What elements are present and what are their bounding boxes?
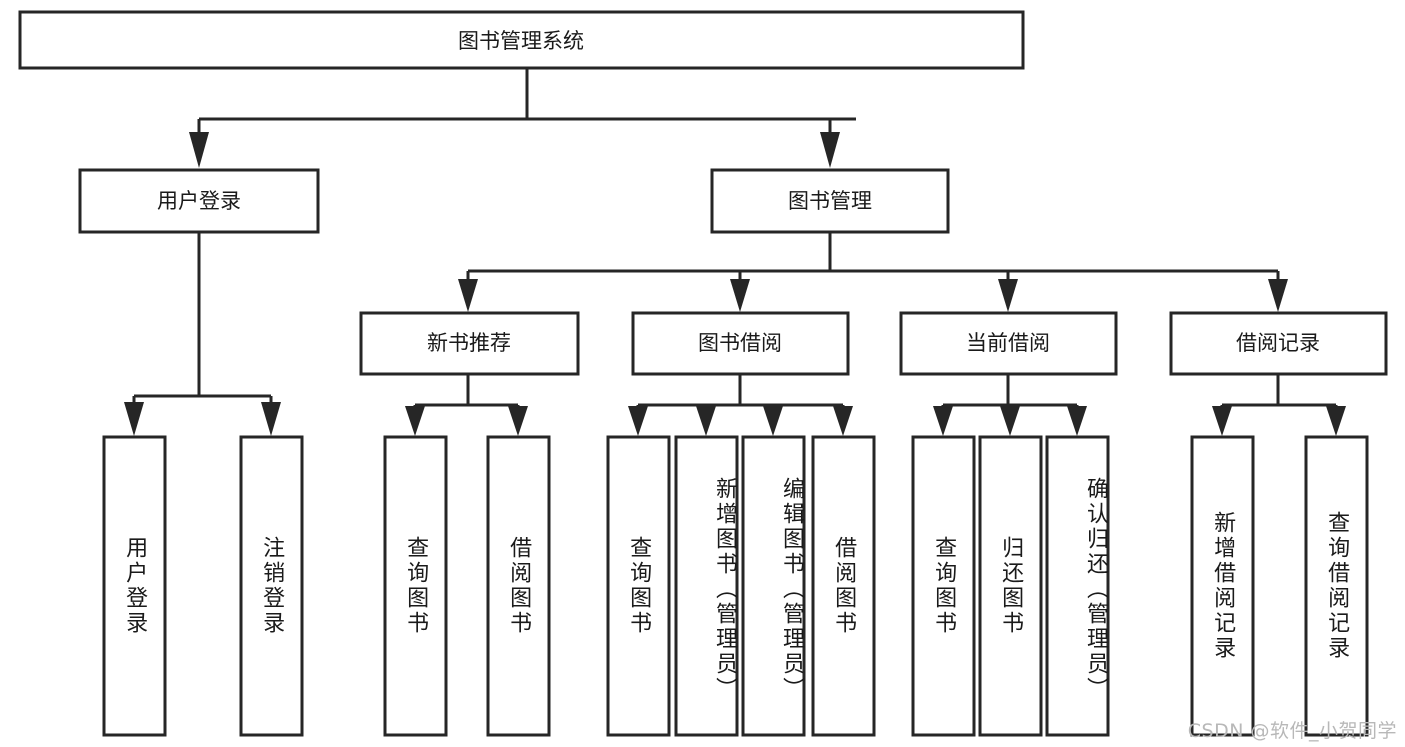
arrow-head-records bbox=[1268, 279, 1288, 312]
arrow-head-leaf-newbook-1 bbox=[405, 406, 425, 436]
connector-group-current bbox=[933, 374, 1087, 436]
connector-group-login bbox=[124, 232, 281, 436]
arrow-head-leaf-borrow-4 bbox=[833, 406, 853, 436]
arrow-head-borrow bbox=[730, 279, 750, 312]
node-bookmgmt-box[interactable] bbox=[710, 168, 950, 234]
arrow-head-leaf-records-2 bbox=[1326, 406, 1346, 436]
node-leaf-login-2-box[interactable] bbox=[239, 435, 304, 737]
node-leaf-records-1-box[interactable] bbox=[1190, 435, 1255, 737]
arrow-head-leaf-current-2 bbox=[1000, 406, 1020, 436]
node-current-label: 当前借阅 bbox=[966, 331, 1050, 355]
node-leaf-borrow-3-box[interactable] bbox=[741, 435, 806, 737]
node-bookmgmt-label: 图书管理 bbox=[788, 189, 872, 213]
node-leaf-login-1-box[interactable] bbox=[102, 435, 167, 737]
arrow-head-leaf-borrow-2 bbox=[696, 406, 716, 436]
node-leaf-current-3-box[interactable] bbox=[1045, 435, 1110, 737]
arrow-head-newbook bbox=[458, 279, 478, 312]
arrow-head-bookmgmt bbox=[820, 132, 840, 168]
node-leaf-newbook-1-box[interactable] bbox=[383, 435, 448, 737]
node-borrow-box[interactable] bbox=[631, 311, 850, 376]
node-newbook[interactable]: 新书推荐 bbox=[359, 311, 580, 376]
csdn-watermark: CSDN @软件_小贺同学 bbox=[1187, 720, 1397, 742]
node-newbook-label: 新书推荐 bbox=[427, 331, 511, 355]
arrow-head-leaf-current-1 bbox=[933, 406, 953, 436]
node-records-box[interactable] bbox=[1169, 311, 1388, 376]
connector-group-borrow bbox=[628, 374, 853, 436]
arrow-head-leaf-records-1 bbox=[1212, 406, 1232, 436]
arrow-head-leaf-borrow-1 bbox=[628, 406, 648, 436]
node-login-label: 用户登录 bbox=[157, 189, 241, 213]
node-leaf-borrow-1-box[interactable] bbox=[606, 435, 671, 737]
connector-group-newbook bbox=[405, 374, 528, 436]
connector-group-root bbox=[189, 68, 856, 168]
node-login[interactable]: 用户登录 bbox=[78, 168, 320, 234]
node-root-box[interactable] bbox=[18, 10, 1025, 70]
arrow-head-current bbox=[998, 279, 1018, 312]
node-borrow-label: 图书借阅 bbox=[698, 331, 782, 355]
connector-group-bookmgmt bbox=[458, 232, 1288, 312]
arrow-head-leaf-login-2 bbox=[261, 402, 281, 436]
node-login-box[interactable] bbox=[78, 168, 320, 234]
arrow-head-leaf-login-1 bbox=[124, 402, 144, 436]
node-borrow[interactable]: 图书借阅 bbox=[631, 311, 850, 376]
node-current[interactable]: 当前借阅 bbox=[899, 311, 1118, 376]
arrow-head-leaf-newbook-2 bbox=[508, 406, 528, 436]
arrow-head-login bbox=[189, 132, 209, 168]
arrow-head-leaf-current-3 bbox=[1067, 406, 1087, 436]
node-leaf-records-2-box[interactable] bbox=[1304, 435, 1369, 737]
node-root[interactable]: 图书管理系统 bbox=[18, 10, 1025, 70]
node-records-label: 借阅记录 bbox=[1236, 331, 1320, 355]
node-bookmgmt[interactable]: 图书管理 bbox=[710, 168, 950, 234]
node-leaf-borrow-2-box[interactable] bbox=[674, 435, 739, 737]
node-leaf-borrow-4-box[interactable] bbox=[811, 435, 876, 737]
node-newbook-box[interactable] bbox=[359, 311, 580, 376]
connector-group-records bbox=[1212, 374, 1346, 436]
node-leaf-newbook-2-box[interactable] bbox=[486, 435, 551, 737]
node-leaf-current-2-box[interactable] bbox=[978, 435, 1043, 737]
arrow-head-leaf-borrow-3 bbox=[763, 406, 783, 436]
node-records[interactable]: 借阅记录 bbox=[1169, 311, 1388, 376]
node-leaf-current-1-box[interactable] bbox=[911, 435, 976, 737]
node-root-label: 图书管理系统 bbox=[458, 29, 584, 53]
node-current-box[interactable] bbox=[899, 311, 1118, 376]
